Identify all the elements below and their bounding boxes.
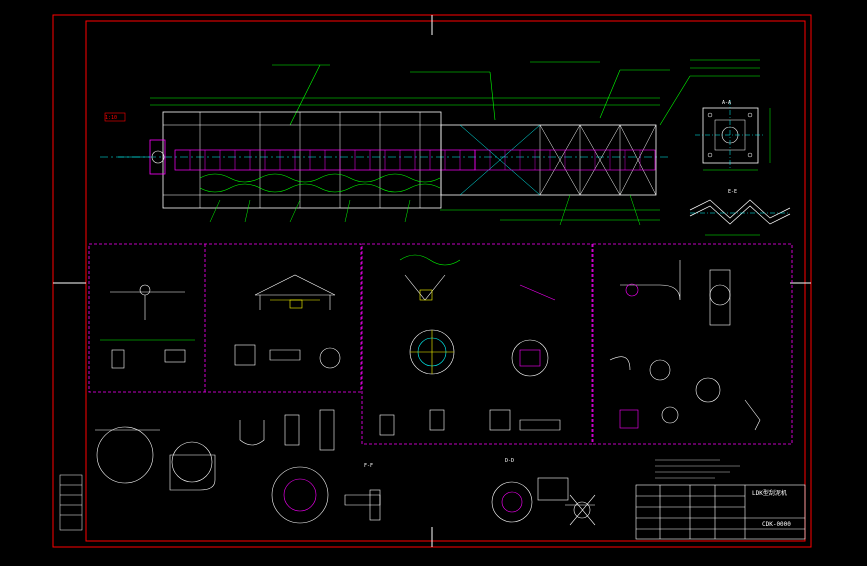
detail-right [609, 260, 761, 431]
inner-border [85, 20, 806, 542]
title-block [635, 484, 806, 540]
detail-center [379, 254, 561, 436]
outer-border [52, 14, 812, 548]
notes [655, 459, 740, 479]
margin-table [59, 474, 83, 531]
detail-frames [88, 243, 793, 445]
main-elevation [100, 59, 760, 226]
detail-1 [100, 284, 195, 369]
detail-lower-left [95, 409, 381, 524]
view-ee [689, 199, 791, 236]
title-block-number: CDK-0000 [762, 521, 791, 528]
title-block-name: LDK型刮泥机 [752, 490, 787, 497]
detail-lower-mid [491, 477, 596, 526]
section-aa [695, 100, 771, 171]
detail-roof [234, 274, 341, 369]
